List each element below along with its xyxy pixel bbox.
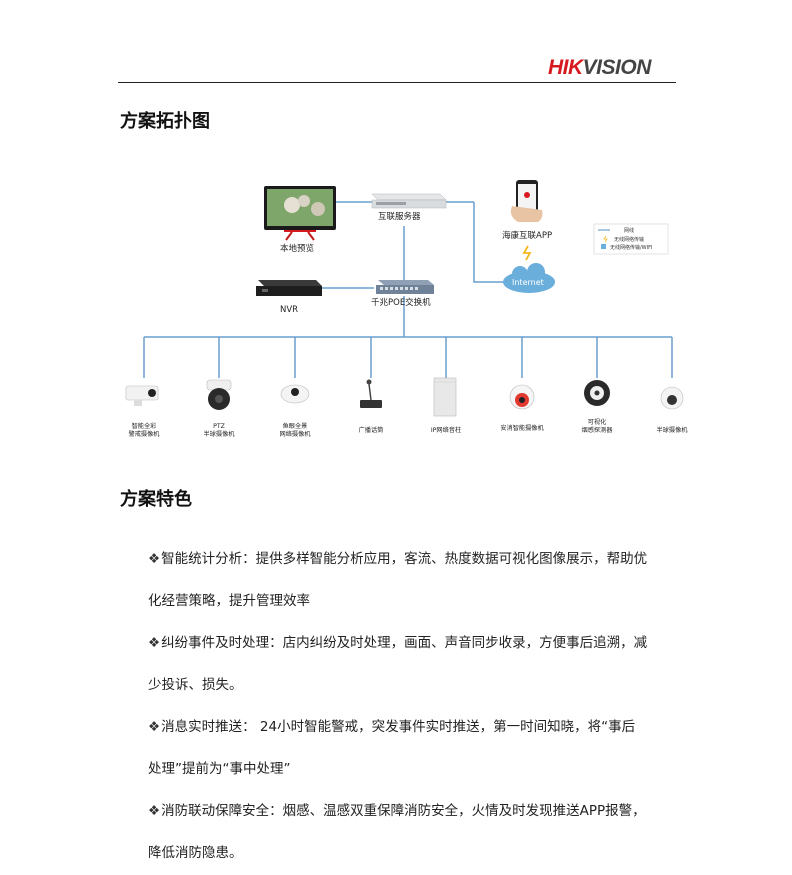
feature-text: 纠纷事件及时处理：店内纠纷及时处理，画面、声音同步收录，方便事后追溯，减 bbox=[161, 635, 648, 651]
bullet-icon: ❖ bbox=[148, 635, 161, 651]
device-2-label-2: 网络摄像机 bbox=[280, 430, 312, 438]
wireless-signal-icon bbox=[522, 245, 532, 261]
nvr-icon bbox=[256, 280, 322, 296]
feature-text: 降低消防隐患。 bbox=[148, 845, 243, 861]
bullet-icon: ❖ bbox=[148, 551, 161, 567]
device-1-label-1: PTZ bbox=[213, 423, 225, 430]
features-list: ❖智能统计分析：提供多样智能分析应用，客流、热度数据可视化图像展示，帮助优 化经… bbox=[148, 538, 678, 874]
feature-line: ❖纠纷事件及时处理：店内纠纷及时处理，画面、声音同步收录，方便事后追溯，减 bbox=[148, 622, 678, 664]
device-6-label-1: 可视化 bbox=[588, 418, 607, 426]
smart-dome-camera-icon bbox=[509, 384, 535, 410]
internet-cloud-icon bbox=[503, 263, 555, 293]
feature-text: 处理”提前为“事中处理” bbox=[148, 761, 291, 777]
legend-wireless-label: 无线网络传输 bbox=[614, 236, 644, 243]
feature-line: 降低消防隐患。 bbox=[148, 832, 678, 874]
hikvision-logo: HIKVISION bbox=[548, 56, 651, 80]
app-label: 海康互联APP bbox=[502, 230, 552, 241]
ip-speaker-column-icon bbox=[433, 377, 457, 417]
nvr-label: NVR bbox=[280, 305, 298, 315]
switch-icon bbox=[376, 280, 434, 294]
feature-line: 化经营策略，提升管理效率 bbox=[148, 580, 678, 622]
device-7-label-1: 半球摄像机 bbox=[657, 426, 689, 434]
device-0-label-2: 警戒摄像机 bbox=[129, 430, 161, 438]
topology-section-title: 方案拓扑图 bbox=[120, 111, 210, 132]
legend-wifi-icon bbox=[601, 244, 606, 249]
ptz-dome-camera-icon bbox=[206, 379, 232, 410]
header-divider bbox=[118, 82, 676, 83]
feature-line: 少投诉、损失。 bbox=[148, 664, 678, 706]
features-section-title: 方案特色 bbox=[120, 489, 192, 510]
server-icon bbox=[371, 193, 447, 209]
connection-lines bbox=[143, 201, 673, 378]
device-4-label-1: IP网络音柱 bbox=[431, 426, 461, 434]
dome-camera-icon bbox=[660, 386, 684, 410]
legend-wifi-label: 无线网络传输/WIFI bbox=[610, 244, 652, 251]
feature-line: ❖消防联动保障安全：烟感、温感双重保障消防安全，火情及时发现推送APP报警， bbox=[148, 790, 678, 832]
smoke-detector-camera-icon bbox=[584, 380, 610, 406]
local-preview-label: 本地预览 bbox=[280, 243, 314, 254]
feature-text: 消息实时推送： 24小时智能警戒，突发事件实时推送，第一时间知晓，将“事后 bbox=[161, 719, 636, 735]
feature-text: 少投诉、损失。 bbox=[148, 677, 243, 693]
logo-text-vision: VISION bbox=[582, 56, 652, 79]
bullet-camera-icon bbox=[125, 385, 159, 406]
device-3-label-1: 广播话筒 bbox=[359, 426, 384, 434]
feature-text: 智能统计分析：提供多样智能分析应用，客流、热度数据可视化图像展示，帮助优 bbox=[161, 551, 648, 567]
bullet-icon: ❖ bbox=[148, 719, 161, 735]
internet-label: Internet bbox=[512, 278, 544, 287]
device-6-label-2: 烟感探测器 bbox=[582, 426, 614, 434]
device-1-label-2: 半球摄像机 bbox=[204, 430, 236, 438]
device-0-label-1: 智能全彩 bbox=[132, 422, 157, 430]
device-2-label-1: 鱼眼全景 bbox=[283, 422, 308, 430]
feature-line: 处理”提前为“事中处理” bbox=[148, 748, 678, 790]
legend: 网线 无线网络传输 无线网络传输/WIFI bbox=[593, 223, 669, 255]
feature-line: ❖消息实时推送： 24小时智能警戒，突发事件实时推送，第一时间知晓，将“事后 bbox=[148, 706, 678, 748]
feature-text: 消防联动保障安全：烟感、温感双重保障消防安全，火情及时发现推送APP报警， bbox=[161, 803, 646, 819]
feature-line: ❖智能统计分析：提供多样智能分析应用，客流、热度数据可视化图像展示，帮助优 bbox=[148, 538, 678, 580]
logo-text-hik: HIK bbox=[548, 56, 583, 79]
switch-label: 千兆POE交换机 bbox=[371, 297, 431, 308]
feature-text: 化经营策略，提升管理效率 bbox=[148, 593, 310, 609]
internet-server-label: 互联服务器 bbox=[378, 211, 421, 222]
fisheye-camera-icon bbox=[280, 384, 310, 404]
bullet-icon: ❖ bbox=[148, 803, 161, 819]
phone-icon bbox=[510, 180, 543, 222]
monitor-icon bbox=[264, 186, 336, 241]
legend-wired-label: 网线 bbox=[624, 227, 634, 234]
device-5-label-1: 安消智能摄像机 bbox=[500, 424, 544, 432]
broadcast-microphone-icon bbox=[360, 379, 382, 408]
legend-wireless-icon bbox=[603, 235, 608, 243]
